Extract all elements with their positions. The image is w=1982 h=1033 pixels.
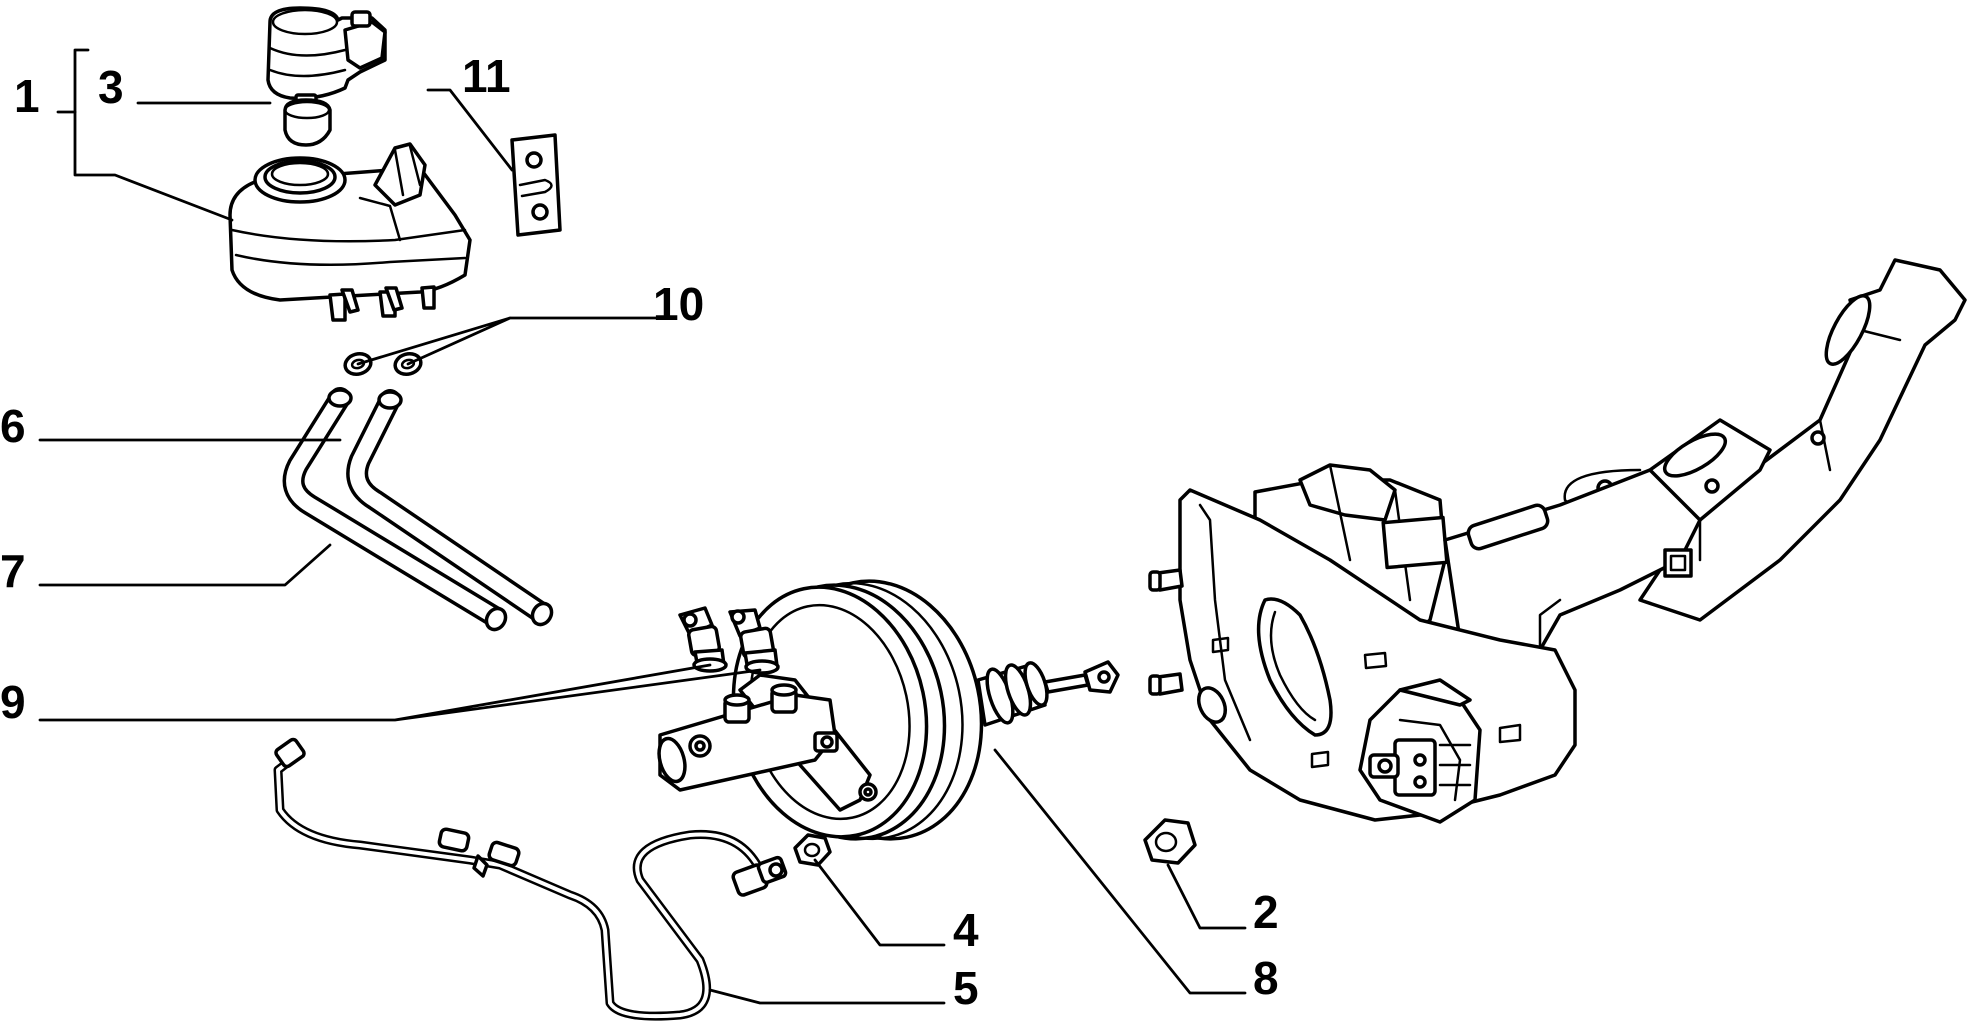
callout-9: 9: [0, 676, 26, 728]
callout-1: 1: [14, 70, 40, 122]
reservoir-hoses: [282, 387, 554, 632]
callout-3: 3: [98, 61, 124, 113]
master-cylinder: [657, 673, 878, 812]
callout-11: 11: [462, 50, 511, 102]
callout-2: 2: [1253, 886, 1279, 938]
callout-6: 6: [0, 400, 26, 452]
leader-lines: [38, 48, 1247, 1005]
callout-7: 7: [0, 545, 26, 597]
callout-5: 5: [953, 962, 979, 1014]
callout-10: 10: [653, 278, 704, 330]
reservoir-cap-assembly: [266, 6, 387, 147]
nut-2: [1143, 818, 1197, 865]
callout-labels: 1 3 11 10 6 7 9 4 5 2 8: [0, 50, 1279, 1014]
pressure-valves: [678, 606, 780, 675]
callout-4: 4: [953, 904, 979, 956]
pedal-box-assembly: [1148, 258, 1967, 824]
callout-8: 8: [1253, 952, 1279, 1004]
fluid-reservoir: [228, 142, 472, 322]
nut-4: [793, 833, 832, 867]
brake-pipe: [273, 737, 788, 1021]
retaining-clip: [510, 133, 562, 237]
